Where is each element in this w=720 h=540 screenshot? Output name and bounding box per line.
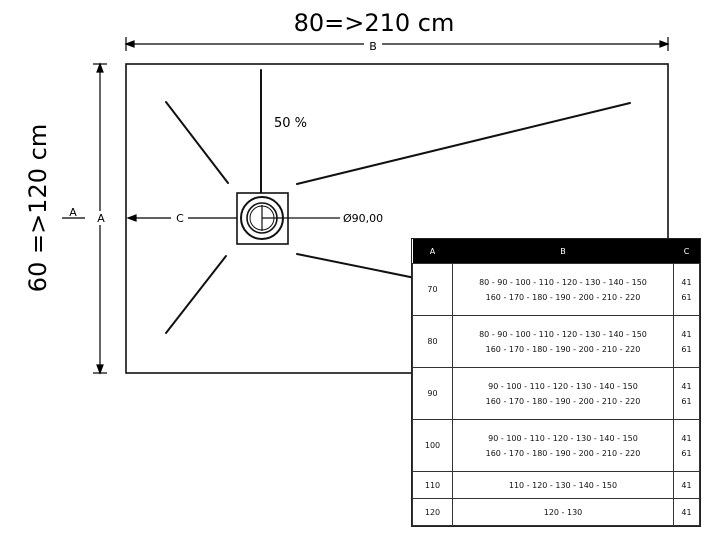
cell-b: 90 - 100 - 110 - 120 - 130 - 140 - 150 16… [452,419,674,473]
cell-c-line: 41 [681,277,692,287]
cell-b: 90 - 100 - 110 - 120 - 130 - 140 - 150 16… [452,367,674,421]
cell-a: 100 [412,419,453,473]
table-row: 90 90 - 100 - 110 - 120 - 130 - 140 - 15… [412,367,700,421]
cell-c-line: 61 [681,292,692,302]
cell-b-line: 160 - 170 - 180 - 190 - 200 - 210 - 220 [485,344,641,354]
cell-a: 120 [412,498,453,526]
cell-b-line: 120 - 130 [543,507,583,517]
cell-c-line: 41 [681,433,692,443]
cell-b-line: 90 - 100 - 110 - 120 - 130 - 140 - 150 [488,433,638,443]
cell-a: 80 [412,315,453,369]
height-range-title: 60 =>120 cm [24,124,52,292]
header-c: C [673,239,700,264]
cell-c-line: 41 [681,480,692,490]
cell-b-line: 80 - 90 - 100 - 110 - 120 - 130 - 140 - … [479,329,647,339]
slope-percentage-label: 50 % [274,116,307,131]
cell-b-line: 110 - 120 - 130 - 140 - 150 [508,480,618,490]
cell-c-line: 61 [681,396,692,406]
header-b: B [452,239,674,264]
cell-b-line: 160 - 170 - 180 - 190 - 200 - 210 - 220 [485,292,641,302]
tray-outline [125,63,669,374]
cell-b-line: 160 - 170 - 180 - 190 - 200 - 210 - 220 [485,396,641,406]
cell-b: 120 - 130 [452,498,674,526]
cell-c-line: 61 [681,344,692,354]
cell-c-line: 41 [681,329,692,339]
table-row: 70 80 - 90 - 100 - 110 - 120 - 130 - 140… [412,262,700,317]
cell-c: 41 [673,471,700,500]
section-a-marker-label: A [69,206,77,219]
table-header-row: A B C [412,239,700,264]
cell-b-line: 90 - 100 - 110 - 120 - 130 - 140 - 150 [488,381,638,391]
cell-c: 41 61 [673,419,700,473]
cell-c: 41 61 [673,315,700,369]
cell-a: 70 [412,262,453,317]
drain-diameter-label: Ø90,00 [343,212,383,225]
cell-a: 90 [412,367,453,421]
dimension-c-label: C [176,212,184,225]
cell-b-line: 160 - 170 - 180 - 190 - 200 - 210 - 220 [485,448,641,458]
dimension-c-line [126,214,243,222]
header-a: A [412,239,453,264]
table-row: 110 110 - 120 - 130 - 140 - 150 41 [412,471,700,500]
cell-c-line: 41 [681,507,692,517]
dimension-b-line [124,37,670,51]
drain-slope-lines [165,69,631,334]
cell-b: 110 - 120 - 130 - 140 - 150 [452,471,674,500]
table-row: 100 90 - 100 - 110 - 120 - 130 - 140 - 1… [412,419,700,473]
dimension-table-panel: A B C 70 80 - 90 - 100 - 110 - 120 - 130… [411,238,701,527]
dimension-b-label: B [369,40,377,53]
cell-b-line: 80 - 90 - 100 - 110 - 120 - 130 - 140 - … [479,277,647,287]
cell-c: 41 61 [673,367,700,421]
width-range-title: 80=>210 cm [294,9,455,37]
dimension-a-label: A [97,212,105,225]
cell-c: 41 61 [673,262,700,317]
table-row: 80 80 - 90 - 100 - 110 - 120 - 130 - 140… [412,315,700,369]
table-row: 120 120 - 130 41 [412,498,700,526]
cell-a: 110 [412,471,453,500]
cell-b: 80 - 90 - 100 - 110 - 120 - 130 - 140 - … [452,262,674,317]
dimension-table: A B C 70 80 - 90 - 100 - 110 - 120 - 130… [412,239,700,526]
cell-c-line: 61 [681,448,692,458]
cell-c: 41 [673,498,700,526]
cell-b: 80 - 90 - 100 - 110 - 120 - 130 - 140 - … [452,315,674,369]
cell-c-line: 41 [681,381,692,391]
